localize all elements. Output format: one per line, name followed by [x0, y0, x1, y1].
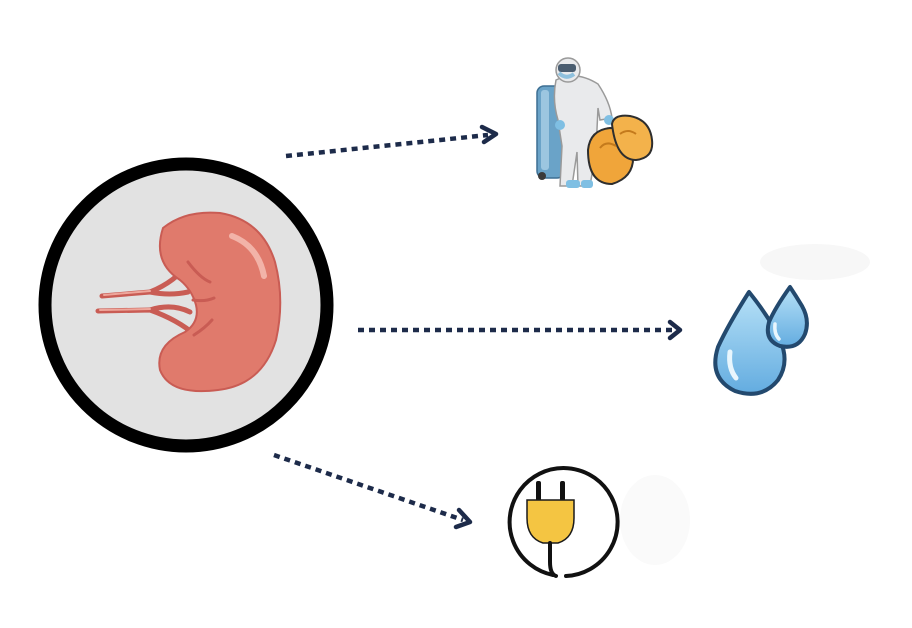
faint-background-shape	[760, 244, 870, 280]
kidney-icon	[95, 211, 282, 393]
hazmat-worker-waste-icon	[536, 57, 654, 188]
kidney-node	[38, 157, 334, 453]
arrow-to-energy	[273, 452, 473, 530]
water-drops-icon	[713, 285, 809, 396]
electric-plug-icon	[507, 466, 620, 578]
faint-background-shape	[620, 475, 690, 565]
arrow-to-water	[358, 319, 683, 341]
arrow-to-waste	[285, 124, 499, 159]
arrows-group	[273, 124, 683, 530]
kidney-node-ring	[38, 157, 334, 453]
